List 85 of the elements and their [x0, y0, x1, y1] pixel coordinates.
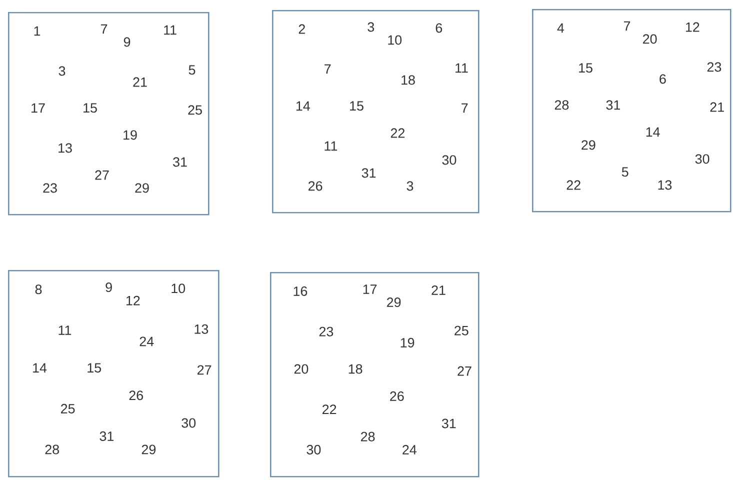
number: 3: [368, 22, 374, 32]
number: 30: [306, 444, 321, 454]
number: 22: [390, 128, 405, 138]
number: 31: [362, 168, 376, 178]
number: 5: [622, 167, 628, 177]
number: 30: [695, 154, 710, 164]
number: 20: [294, 364, 308, 374]
number: 11: [456, 63, 468, 73]
number: 6: [436, 23, 442, 33]
number: 27: [95, 170, 109, 180]
number: 15: [84, 103, 97, 113]
number: 9: [124, 37, 130, 47]
number: 27: [198, 365, 212, 375]
number: 21: [133, 77, 147, 87]
number: 31: [100, 431, 114, 441]
number: 17: [32, 103, 45, 113]
number: 29: [135, 183, 149, 193]
number: 22: [566, 180, 580, 190]
number: 23: [319, 326, 334, 336]
number: 23: [43, 183, 57, 193]
number-box: [532, 9, 732, 212]
number: 25: [454, 326, 468, 336]
number: 14: [33, 363, 47, 373]
number: 24: [402, 445, 416, 454]
number: 11: [324, 141, 338, 151]
number: 14: [646, 127, 660, 137]
number: 31: [173, 157, 187, 167]
number: 26: [129, 390, 143, 400]
number: 19: [124, 130, 137, 140]
number: 21: [710, 102, 724, 112]
number: 12: [686, 22, 700, 32]
number: 13: [194, 324, 208, 334]
number: 23: [707, 62, 722, 72]
number: 2: [298, 24, 305, 34]
number: 29: [387, 298, 401, 308]
number: 10: [172, 284, 186, 294]
number: 13: [58, 143, 72, 153]
number: 1: [34, 26, 40, 36]
number: 28: [361, 432, 375, 442]
number: 11: [164, 25, 176, 35]
number: 9: [106, 282, 112, 292]
number: 6: [660, 74, 666, 84]
number: 7: [100, 24, 108, 34]
number: 5: [188, 65, 196, 75]
number: 20: [643, 34, 657, 44]
number: 15: [88, 363, 102, 373]
number: 28: [554, 100, 569, 110]
number: 3: [58, 66, 66, 76]
number: 21: [432, 286, 446, 295]
number: 11: [58, 326, 72, 335]
number: 27: [458, 366, 472, 376]
number: 26: [308, 181, 322, 191]
number-box: [8, 12, 210, 216]
number: 10: [388, 35, 402, 45]
number: 25: [188, 105, 202, 115]
number: 12: [126, 296, 140, 306]
number-box: [270, 272, 480, 478]
number-box: [8, 270, 220, 478]
number: 7: [324, 64, 331, 74]
number: 29: [142, 444, 156, 454]
number: 4: [557, 23, 564, 33]
number: 30: [442, 155, 456, 165]
number: 26: [390, 391, 404, 401]
number: 14: [296, 101, 310, 111]
number: 25: [61, 404, 75, 414]
number: 13: [658, 180, 672, 190]
number: 22: [322, 404, 336, 414]
number: 15: [579, 63, 592, 73]
number: 8: [35, 284, 42, 294]
number: 29: [582, 140, 596, 150]
number: 31: [442, 418, 456, 428]
number: 15: [350, 101, 364, 111]
number: 16: [294, 286, 308, 296]
number: 3: [406, 181, 414, 191]
number: 28: [45, 444, 59, 454]
number: 18: [348, 364, 362, 374]
number: 24: [140, 336, 154, 346]
number-box: [272, 10, 480, 214]
number: 17: [363, 284, 377, 294]
number: 18: [402, 75, 415, 85]
number: 7: [462, 103, 468, 113]
number: 19: [400, 338, 414, 348]
number: 31: [606, 100, 620, 110]
number: 7: [624, 21, 630, 31]
number: 30: [182, 418, 196, 428]
